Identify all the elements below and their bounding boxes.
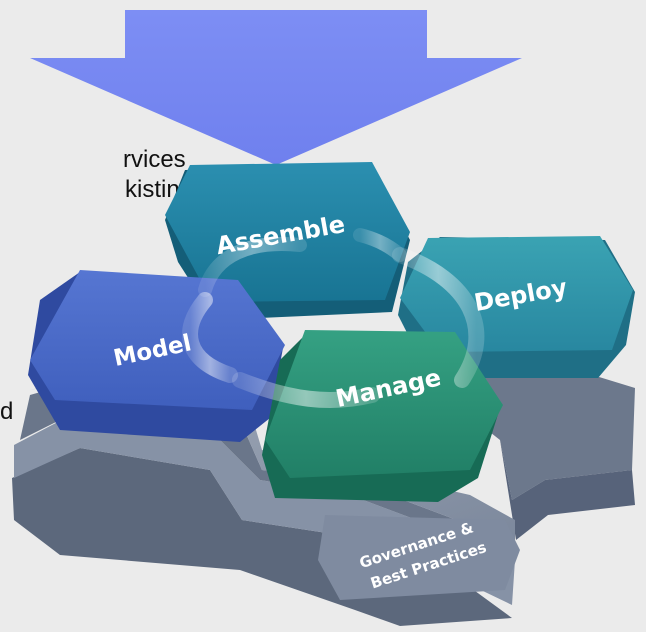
side-text-line-3: d	[0, 398, 14, 425]
manage-hexagon	[262, 330, 503, 502]
down-arrow	[30, 10, 522, 165]
side-text-line-1: rvices	[123, 146, 186, 173]
lifecycle-cycle-arrows	[182, 228, 485, 408]
